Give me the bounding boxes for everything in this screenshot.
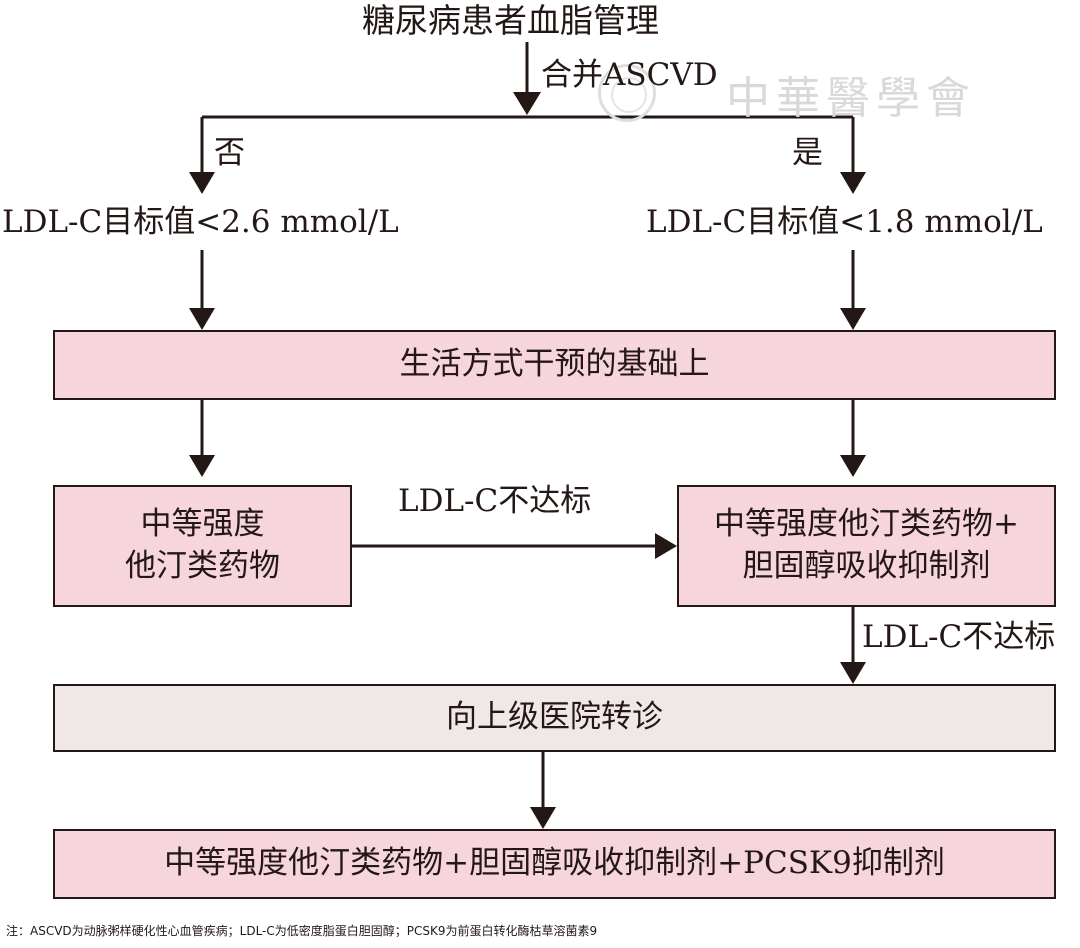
not-reached-label-2: LDL-C不达标 [862,619,1056,655]
arrow-head [189,172,215,194]
footnote: 注：ASCVD为动脉粥样硬化性心血管疾病；LDL-C为低密度脂蛋白胆固醇；PCS… [6,924,598,938]
final-treatment-box: 中等强度他汀类药物+胆固醇吸收抑制剂+PCSK9抑制剂 [53,829,1056,899]
right-treatment-box: 中等强度他汀类药物+ 胆固醇吸收抑制剂 [677,485,1056,607]
lifestyle-text: 生活方式干预的基础上 [399,346,710,383]
arrow-head [840,662,866,684]
right-treatment-line-2: 胆固醇吸收抑制剂 [742,548,991,584]
referral-text: 向上级医院转诊 [446,699,663,736]
arrow-head [189,455,215,477]
arrow-head [189,308,215,330]
arrow-head [655,533,677,559]
left-treatment-box: 中等强度 他汀类药物 [53,485,352,607]
arrow-head [513,92,541,115]
left-treatment-line-1: 中等强度 [140,506,265,543]
arrow-head [840,308,866,330]
final-treatment-text: 中等强度他汀类药物+胆固醇吸收抑制剂+PCSK9抑制剂 [164,845,945,882]
right-treatment-line-1: 中等强度他汀类药物+ [714,506,1019,543]
branch-no-label: 否 [214,135,245,171]
target-right: LDL-C目标值<1.8 mmol/L [646,204,1043,240]
left-treatment-line-2: 他汀类药物 [125,548,280,584]
referral-box: 向上级医院转诊 [53,684,1056,752]
lifestyle-box: 生活方式干预的基础上 [53,330,1056,400]
target-left: LDL-C目标值<2.6 mmol/L [2,204,399,240]
arrow-head [840,172,866,194]
watermark-seal [598,64,656,122]
not-reached-label-1: LDL-C不达标 [398,483,592,519]
arrow-head [530,807,556,829]
arrow-head [840,455,866,477]
condition-label: 合并ASCVD [541,57,718,93]
branch-yes-label: 是 [792,135,823,171]
watermark-logo: 中華醫學會 [726,73,976,124]
flow-title: 糖尿病患者血脂管理 [362,1,659,40]
